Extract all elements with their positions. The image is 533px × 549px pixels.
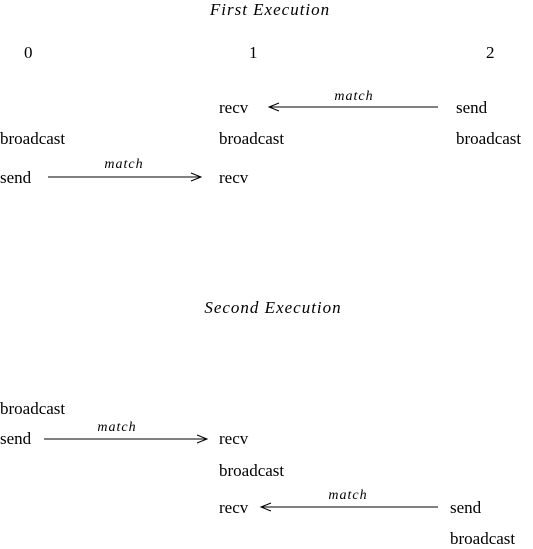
- p1-broadcast-event-second: broadcast: [219, 461, 285, 480]
- p1-recv-event-first-1: recv: [219, 98, 249, 117]
- match-label-0-to-1-second: match: [97, 420, 137, 435]
- p0-send-event-second: send: [0, 429, 32, 448]
- p0-broadcast-event-second: broadcast: [0, 399, 66, 418]
- p1-recv-event-second-1: recv: [219, 429, 249, 448]
- second-execution-title: Second Execution: [204, 298, 342, 317]
- p1-broadcast-event-first: broadcast: [219, 129, 285, 148]
- match-arrow-2-to-1-first: [267, 102, 438, 112]
- process-0-label: 0: [24, 43, 33, 62]
- first-execution-title: First Execution: [209, 0, 331, 19]
- match-arrow-0-to-1-second: [44, 434, 209, 444]
- process-2-label: 2: [486, 43, 495, 62]
- match-label-2-to-1-first: match: [334, 89, 374, 104]
- match-arrow-0-to-1-first: [48, 172, 203, 182]
- p1-recv-event-second-2: recv: [219, 498, 249, 517]
- match-label-0-to-1-first: match: [104, 157, 144, 172]
- p2-send-event-first: send: [456, 98, 488, 117]
- p1-recv-event-first-2: recv: [219, 168, 249, 187]
- p2-broadcast-event-second: broadcast: [450, 529, 516, 548]
- match-label-2-to-1-second: match: [328, 488, 368, 503]
- p0-send-event-first: send: [0, 168, 32, 187]
- match-arrow-2-to-1-second: [259, 502, 438, 512]
- p0-broadcast-event-first: broadcast: [0, 129, 66, 148]
- p2-send-event-second: send: [450, 498, 482, 517]
- p2-broadcast-event-first: broadcast: [456, 129, 522, 148]
- process-1-label: 1: [249, 43, 258, 62]
